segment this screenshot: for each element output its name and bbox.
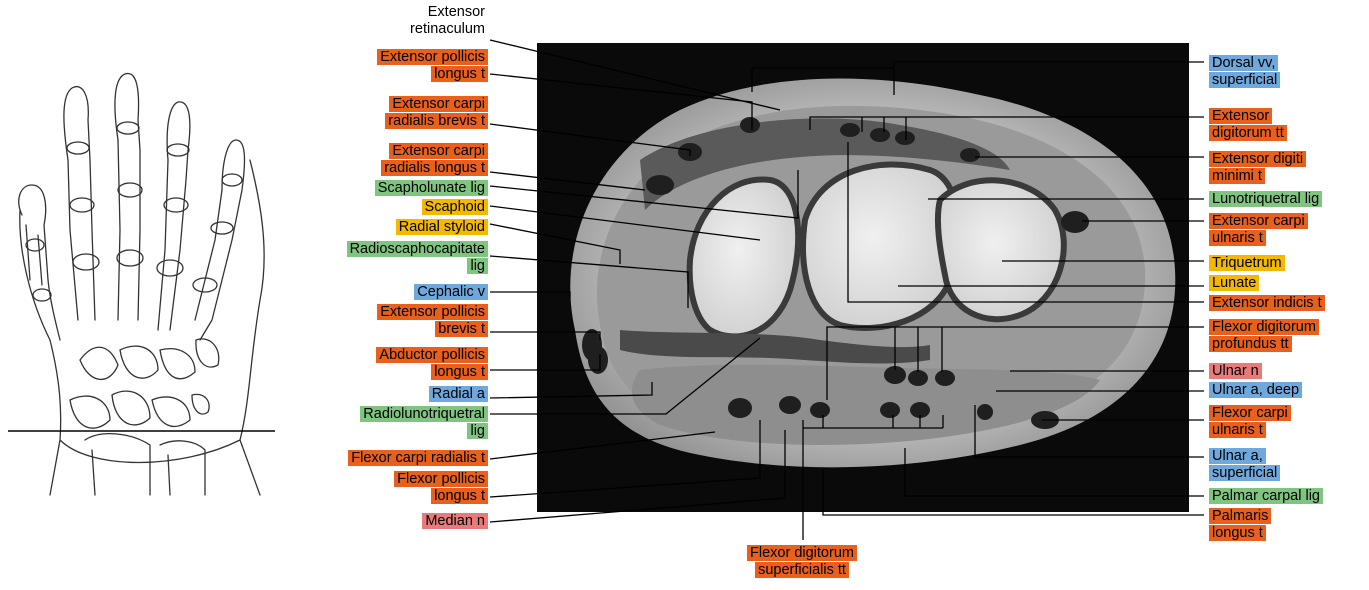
label-text-line: Extensor digiti	[1209, 151, 1306, 167]
label-text-line: Extensor pollicis	[377, 304, 488, 320]
label-text-line: longus t	[431, 364, 488, 380]
label-text-line: superficial	[1209, 465, 1280, 481]
label-text-line: Extensor indicis t	[1209, 295, 1325, 311]
label-text-line: minimi t	[1209, 168, 1265, 184]
label-text-line: Flexor digitorum	[1209, 319, 1319, 335]
label-text-line: Triquetrum	[1209, 255, 1285, 271]
label-text-line: Scaphoid	[422, 199, 488, 215]
label-text-line: retinaculum	[407, 21, 488, 37]
label-text-line: Flexor digitorum	[747, 545, 857, 561]
label-text-line: digitorum tt	[1209, 125, 1287, 141]
label-text-line: ulnaris t	[1209, 422, 1266, 438]
label-text-line: Radiolunotriquetral	[360, 406, 488, 422]
label-median-n: Median n	[422, 513, 488, 530]
label-text-line: Cephalic v	[414, 284, 488, 300]
label-radial-a: Radial a	[429, 386, 488, 403]
label-text-line: Radioscaphocapitate	[347, 241, 488, 257]
label-cephalic-v: Cephalic v	[414, 284, 488, 301]
label-dorsal-vv-superficial: Dorsal vv,superficial	[1209, 55, 1280, 89]
label-text-line: longus t	[431, 66, 488, 82]
label-text-line: brevis t	[435, 321, 488, 337]
label-text-line: Palmar carpal lig	[1209, 488, 1323, 504]
label-text-line: Radial a	[429, 386, 488, 402]
label-ulnar-a-superficial: Ulnar a,superficial	[1209, 448, 1280, 482]
label-text-line: radialis brevis t	[385, 113, 488, 129]
label-text-line: Dorsal vv,	[1209, 55, 1278, 71]
label-text-line: Extensor carpi	[389, 96, 488, 112]
label-text-line: lig	[467, 258, 488, 274]
label-text-line: Ulnar a, deep	[1209, 382, 1302, 398]
label-text-line: Extensor	[425, 4, 488, 20]
label-text-line: Ulnar n	[1209, 363, 1262, 379]
label-text-line: lig	[467, 423, 488, 439]
label-text-line: Abductor pollicis	[376, 347, 488, 363]
label-text-line: Flexor carpi radialis t	[348, 450, 488, 466]
label-triquetrum: Triquetrum	[1209, 255, 1285, 272]
label-text-line: superficialis tt	[755, 562, 849, 578]
label-text-line: Median n	[422, 513, 488, 529]
label-text-line: longus t	[1209, 525, 1266, 541]
label-text-line: Extensor pollicis	[377, 49, 488, 65]
label-text-line: Extensor carpi	[1209, 213, 1308, 229]
label-text-line: Lunate	[1209, 275, 1259, 291]
label-scaphoid: Scaphoid	[422, 199, 488, 216]
label-text-line: Extensor carpi	[389, 143, 488, 159]
label-radial-styloid: Radial styloid	[396, 219, 488, 236]
label-text-line: Lunotriquetral lig	[1209, 191, 1322, 207]
label-ulnar-n: Ulnar n	[1209, 363, 1262, 380]
label-text-line: Scapholunate lig	[375, 180, 488, 196]
label-text-line: Flexor pollicis	[394, 471, 488, 487]
label-text-line: Flexor carpi	[1209, 405, 1291, 421]
label-text-line: radialis longus t	[381, 160, 488, 176]
label-extensor-indicis: Extensor indicis t	[1209, 295, 1325, 312]
triquetrum-bone	[938, 180, 1064, 319]
label-text-line: Palmaris	[1209, 508, 1271, 524]
label-text-line: longus t	[431, 488, 488, 504]
label-text-line: Extensor	[1209, 108, 1272, 124]
label-text-line: superficial	[1209, 72, 1280, 88]
label-ulnar-a-deep: Ulnar a, deep	[1209, 382, 1302, 399]
label-text-line: Radial styloid	[396, 219, 488, 235]
label-flexor-carpi-radialis: Flexor carpi radialis t	[348, 450, 488, 467]
label-text-line: Ulnar a,	[1209, 448, 1266, 464]
label-palmar-carpal-lig: Palmar carpal lig	[1209, 488, 1323, 505]
label-lunate: Lunate	[1209, 275, 1259, 292]
label-text-line: ulnaris t	[1209, 230, 1266, 246]
label-scapholunate-lig: Scapholunate lig	[375, 180, 488, 197]
label-lunotriquetral-lig: Lunotriquetral lig	[1209, 191, 1322, 208]
label-text-line: profundus tt	[1209, 336, 1292, 352]
lunate-bone	[803, 164, 958, 328]
